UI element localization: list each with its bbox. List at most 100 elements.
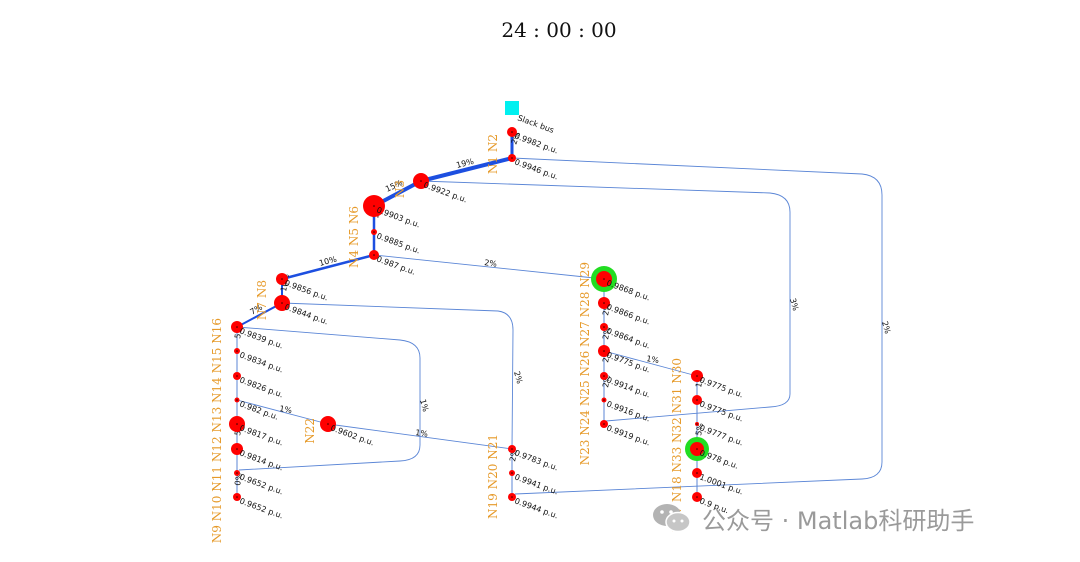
bus-voltage-label: 0.9783 p.u. (513, 448, 559, 472)
node-name-stack: N4 N5 N6 (347, 206, 361, 268)
bus-voltage-label: 0.9919 p.u. (605, 423, 651, 447)
node-name: N16 (210, 318, 224, 348)
node-name: N13 (210, 407, 224, 437)
branch-loading-label: 1% (418, 398, 430, 413)
bus-node-center (373, 205, 375, 207)
branch-loading-label: 2% (484, 258, 498, 269)
bus-voltage-label: 0.982 p.u. (238, 399, 279, 421)
bus-node-center (696, 375, 698, 377)
bus-node-center (327, 423, 329, 425)
node-name: N7 (255, 302, 269, 320)
node-name: N33 (670, 447, 684, 477)
branch-loading-label: 2% (601, 302, 612, 316)
node-name-stack: N22 (303, 418, 317, 444)
slack-bus-label: Slack bus (516, 113, 555, 134)
bus-voltage-label: 0.9844 p.u. (283, 302, 329, 326)
bus-voltage-label: 0.9856 p.u. (283, 278, 329, 302)
node-name: N32 (670, 417, 684, 447)
bus-node-center (603, 326, 605, 328)
bus-voltage-label: 0.9914 p.u. (605, 375, 651, 399)
node-name: N19 (486, 493, 500, 519)
branch-loading-label: 5% (694, 422, 705, 436)
bus-node-center (511, 496, 513, 498)
node-name: N28 (578, 292, 592, 322)
branch-loading-label: 19% (455, 157, 475, 170)
bus-node-center (281, 302, 283, 304)
branch-line (603, 350, 698, 377)
node-name: N9 (210, 525, 224, 543)
tie-line (236, 326, 421, 471)
bus-voltage-label: 0.9864 p.u. (605, 326, 651, 350)
bus-node-center (236, 496, 238, 498)
node-name: N5 (347, 228, 361, 250)
node-name: N1 (486, 156, 500, 174)
node-name: N10 (210, 496, 224, 526)
bus-node-center (236, 350, 238, 352)
bus-node-center (603, 423, 605, 425)
bus-node-center (236, 399, 238, 401)
bus-voltage-label: 0.9866 p.u. (605, 302, 651, 326)
bus-node-center (696, 472, 698, 474)
bus-voltage-label: 0.987 p.u. (375, 254, 416, 276)
bus-node-center (236, 472, 238, 474)
node-name: N31 (670, 388, 684, 418)
bus-node-center (511, 448, 513, 450)
node-name-stack: N1 N2 (486, 134, 500, 174)
bus-node-center (236, 326, 238, 328)
bus-voltage-label: 0.9922 p.u. (422, 180, 468, 204)
node-name: N20 (486, 464, 500, 494)
bus-node-center (420, 180, 422, 182)
bus-node-center (511, 472, 513, 474)
bus-node-center (373, 254, 375, 256)
node-name: N15 (210, 348, 224, 378)
node-name: N21 (486, 434, 500, 464)
node-name: N14 (210, 377, 224, 407)
bus-voltage-label: 0.9775 p.u. (605, 350, 651, 374)
node-name: N2 (486, 134, 500, 156)
bus-voltage-label: 0.9916 p.u. (605, 399, 651, 423)
node-name: N23 (578, 440, 592, 466)
bus-voltage-label: 0.9652 p.u. (238, 496, 284, 520)
bus-node-center (603, 350, 605, 352)
bus-voltage-label: 0.9775 p.u. (698, 399, 744, 423)
node-name: N11 (210, 466, 224, 496)
node-name: N8 (255, 280, 269, 302)
bus-voltage-label: 0.9817 p.u. (238, 423, 284, 447)
node-name: N3 (393, 180, 407, 198)
bus-voltage-label: 0.9982 p.u. (513, 131, 559, 155)
bus-voltage-label: 0.9826 p.u. (238, 375, 284, 399)
bus-node-center (696, 496, 698, 498)
node-name: N27 (578, 321, 592, 351)
node-name-stack: N9 N10 N11 N12 N13 N14 N15 N16 (210, 318, 224, 543)
bus-voltage-label: 0.9903 p.u. (375, 205, 421, 229)
wechat-icon (653, 504, 691, 533)
bus-node-center (511, 157, 513, 159)
node-name: N29 (578, 262, 592, 292)
node-name-stack: N7 N8 (255, 280, 269, 320)
branch-line (236, 302, 283, 328)
bus-node-center (696, 448, 698, 450)
tie-line (511, 157, 883, 495)
bus-node-center (236, 375, 238, 377)
tie-line (281, 302, 514, 450)
branch-loading-label: 1% (415, 428, 429, 439)
bus-node-center (603, 375, 605, 377)
bus-node-center (281, 278, 283, 280)
bus-node-center (603, 302, 605, 304)
node-name: N30 (670, 358, 684, 388)
node-name: N12 (210, 436, 224, 466)
branch-line (236, 399, 329, 425)
node-name: N26 (578, 351, 592, 381)
branch-loading-label: 2% (880, 320, 892, 335)
tie-line (420, 180, 791, 422)
branch-line (420, 156, 513, 183)
slack-bus-marker (505, 101, 519, 115)
branch-loading-label: 2% (512, 370, 524, 385)
bus-voltage-label: 0.9775 p.u. (698, 375, 744, 399)
node-name: N4 (347, 250, 361, 269)
bus-voltage-label: 0.9946 p.u. (513, 157, 559, 181)
bus-voltage-label: 0.9868 p.u. (605, 278, 651, 302)
branch-loading-label: 0% (233, 472, 244, 486)
node-name: N24 (578, 410, 592, 440)
branch-loading-label: 3% (788, 297, 800, 312)
